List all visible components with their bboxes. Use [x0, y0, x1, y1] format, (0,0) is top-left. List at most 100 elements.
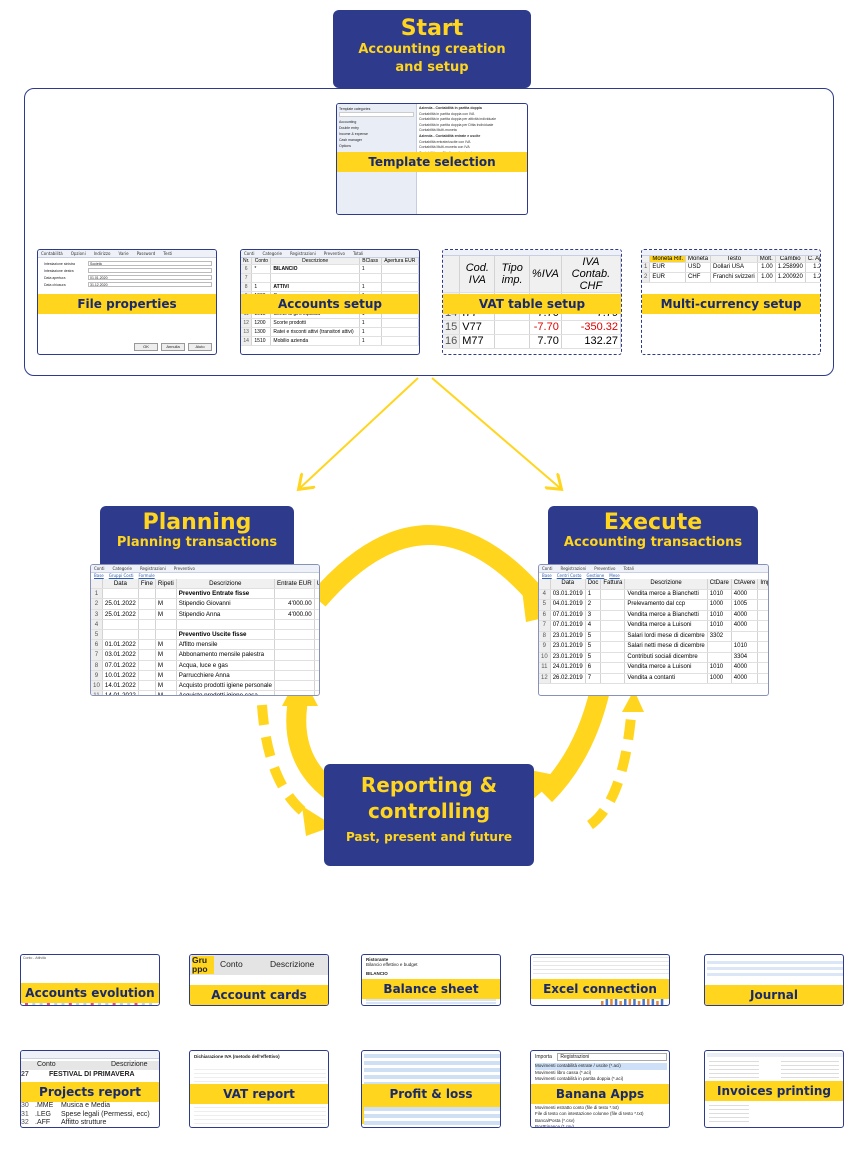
cell: 30.00 [314, 690, 319, 695]
cell [314, 629, 319, 641]
report-account-cards[interactable]: Gru ppo Conto Descrizione Account cards [189, 954, 329, 1006]
cell: 24.01.2019 [550, 662, 586, 674]
cell [274, 680, 315, 692]
start-box: Start Accounting creation and setup [333, 10, 531, 88]
apps-item[interactable]: Movimenti contabilità in partita doppia … [535, 1076, 624, 1081]
arrow-to-planning [300, 377, 419, 488]
dialog-button[interactable]: OK [134, 343, 158, 351]
cell [600, 652, 626, 663]
project-row-code: .LEG [35, 1110, 51, 1118]
cell [102, 619, 139, 631]
cell [138, 680, 156, 692]
project-row-desc: Spese legali (Permessi, ecc) [61, 1110, 150, 1118]
cell: 9 [91, 670, 103, 682]
cell: M [155, 680, 177, 692]
apps-list[interactable]: Movimenti contabilità entrate / uscite (… [535, 1063, 667, 1128]
apps-item[interactable]: File di testo con intestazione colonne (… [535, 1111, 644, 1116]
cell: Acquisto prodotti igiene casa [176, 690, 275, 695]
tab: Opzioni [70, 251, 86, 256]
cell: 3 [585, 610, 602, 621]
field-input[interactable]: 31.12.2020 [88, 282, 212, 287]
execute-box: Execute Accounting transactions [548, 506, 758, 570]
field-label: Data chiusura [44, 282, 66, 287]
cell: M [155, 670, 177, 682]
dashed-head-right [622, 690, 644, 712]
report-profit-loss[interactable]: Profit & loss statement [361, 1050, 501, 1128]
cell: EUR [649, 262, 687, 273]
cell: M [155, 660, 177, 671]
cell: 6 [241, 264, 253, 274]
apps-item[interactable]: Banca/Posta (*.csv) [535, 1117, 575, 1123]
cell: Abbonamento mensile palestra [176, 649, 275, 661]
reporting-subtitle: Past, present and future [345, 830, 513, 844]
excel-bar [651, 993, 655, 1005]
apps-item[interactable]: Movimenti contabilità entrate / uscite (… [535, 1063, 667, 1070]
apps-item[interactable]: Movimenti libro cassa (*.aci) [535, 1069, 592, 1075]
cell: 1010 [707, 589, 732, 600]
cell [600, 599, 626, 611]
cell: 7.70 [529, 334, 562, 349]
report-excel-connection[interactable]: Excel connection [530, 954, 670, 1006]
cell: 8 [241, 282, 253, 292]
account-cards-head1: Gru ppo [192, 956, 214, 974]
cell [381, 282, 419, 292]
report-banana-apps[interactable]: Importa Registrazioni Movimenti contabil… [530, 1050, 670, 1128]
invoices-printing-label: Invoices printing [705, 1081, 843, 1101]
cell: 03.01.2019 [550, 589, 586, 600]
cell [274, 588, 315, 600]
field-input[interactable]: Società [88, 261, 212, 266]
cell [314, 609, 319, 620]
field-label: Intestazione sinistra [44, 261, 75, 266]
apps-import-select[interactable]: Registrazioni [557, 1053, 668, 1061]
cell: Contributi sociali dicembre [624, 652, 708, 663]
cell: 3304 [731, 652, 759, 663]
cell: 1 [585, 589, 602, 600]
template-left-line: Options [339, 144, 352, 148]
cell: 11 [241, 309, 253, 319]
template-selection-card[interactable]: Template categories Accounting Double en… [336, 103, 528, 215]
cell: 9 [539, 641, 551, 653]
dialog-button[interactable]: Annulla [161, 343, 185, 351]
report-invoices[interactable]: Invoices printing [704, 1050, 844, 1128]
cell: Stipendio Anna [176, 609, 275, 620]
cell [642, 256, 651, 263]
apps-item[interactable]: PostFinance (*.csv) [535, 1124, 575, 1128]
field-input[interactable] [88, 268, 212, 273]
field-input[interactable]: 01.01.2020 [88, 275, 212, 280]
projects-header-desc: Descrizione [111, 1061, 148, 1068]
report-journal[interactable]: Journal [704, 954, 844, 1006]
cell [138, 629, 156, 641]
tab: Totali [352, 251, 364, 256]
header-cell: Molt. [757, 256, 776, 263]
report-vat[interactable]: Dichiarazione IVA (metodo dell'effettivo… [189, 1050, 329, 1128]
cell: 6 [539, 610, 551, 621]
tab: Totali [623, 566, 634, 571]
cell: 1.00 [757, 262, 776, 273]
cell: 1 [359, 309, 382, 319]
apps-item[interactable]: Movimenti estratto conto (file di testo … [535, 1104, 619, 1110]
cell: 7 [585, 673, 602, 684]
report-balance-sheet[interactable]: Ristorante Bilancio effettivo e budget B… [361, 954, 501, 1006]
report-accounts-evolution[interactable]: Conto - Attività Accounts evolution [20, 954, 160, 1006]
dialog-button[interactable]: Aiuto [188, 343, 212, 351]
header-cell: Ripeti [155, 579, 177, 590]
